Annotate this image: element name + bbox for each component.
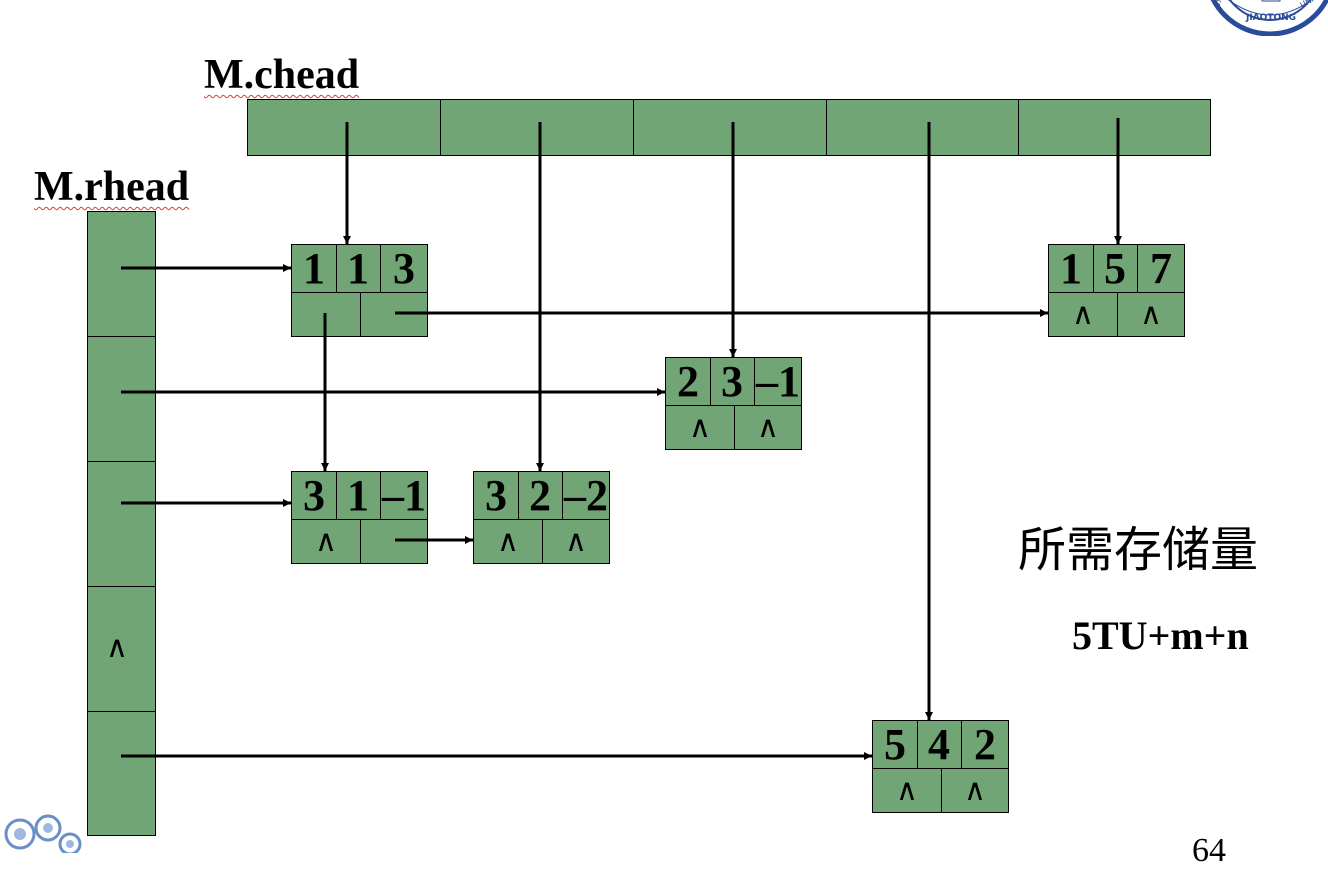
node-row-index: 3 (292, 472, 337, 520)
node-row-index: 5 (873, 721, 918, 769)
chead-cell-5 (1018, 99, 1211, 156)
storage-title: 所需存储量 (1018, 522, 1259, 578)
node-value: –1 (756, 357, 800, 406)
node-value: 2 (974, 720, 996, 769)
node-col-index: 1 (336, 472, 381, 520)
node-row-index: 1 (292, 245, 337, 293)
page-number: 64 (1192, 832, 1226, 869)
chead-cell-1 (247, 99, 441, 156)
rhead-label: M.rhead (34, 164, 190, 210)
node-right-pointer: ∧ (565, 524, 587, 559)
chead-cell-3 (633, 99, 827, 156)
node-down-pointer: ∧ (873, 769, 942, 812)
node-3-2: 3 2 –2 ∧ ∧ (473, 471, 610, 564)
node-col-index: 5 (1093, 245, 1138, 293)
node-right-pointer: ∧ (757, 410, 779, 445)
rhead-cell-2 (87, 336, 156, 462)
node-1-1: 1 1 3 (291, 244, 428, 337)
chead-label: M.chead (204, 52, 360, 98)
node-value: 7 (1150, 244, 1172, 293)
rhead-cell-4 (87, 586, 156, 712)
node-right-pointer: ∧ (964, 773, 986, 808)
svg-text:UNIV: UNIV (1299, 0, 1321, 10)
node-down-pointer (292, 293, 361, 336)
node-3-1: 3 1 –1 ∧ (291, 471, 428, 564)
node-value: –2 (564, 471, 608, 520)
node-2-3: 2 3 –1 ∧ ∧ (665, 357, 802, 450)
node-right-pointer: ∧ (1140, 297, 1162, 332)
node-row-index: 2 (666, 358, 711, 406)
node-1-5: 1 5 7 ∧ ∧ (1048, 244, 1185, 337)
rhead-cell-3 (87, 461, 156, 587)
university-seal-logo: JIAOTONG UNIV G (1198, 0, 1328, 41)
svg-text:G: G (1213, 0, 1223, 9)
node-down-pointer: ∧ (292, 520, 361, 563)
rhead-cell-1 (87, 211, 156, 337)
node-col-index: 4 (917, 721, 962, 769)
rhead-null-pointer: ∧ (106, 630, 128, 665)
node-row-index: 1 (1049, 245, 1094, 293)
storage-formula: 5TU+m+n (1072, 613, 1249, 658)
node-col-index: 3 (710, 358, 755, 406)
node-down-pointer: ∧ (666, 406, 735, 449)
rhead-cell-5 (87, 711, 156, 836)
node-down-pointer: ∧ (474, 520, 543, 563)
node-col-index: 1 (336, 245, 381, 293)
chead-cell-2 (440, 99, 634, 156)
node-col-index: 2 (518, 472, 563, 520)
node-row-index: 3 (474, 472, 519, 520)
node-down-pointer: ∧ (1049, 293, 1118, 336)
node-value: 3 (393, 244, 415, 293)
svg-text:JIAOTONG: JIAOTONG (1245, 13, 1296, 23)
node-value: –1 (382, 471, 426, 520)
node-5-4: 5 4 2 ∧ ∧ (872, 720, 1009, 813)
chead-cell-4 (826, 99, 1019, 156)
